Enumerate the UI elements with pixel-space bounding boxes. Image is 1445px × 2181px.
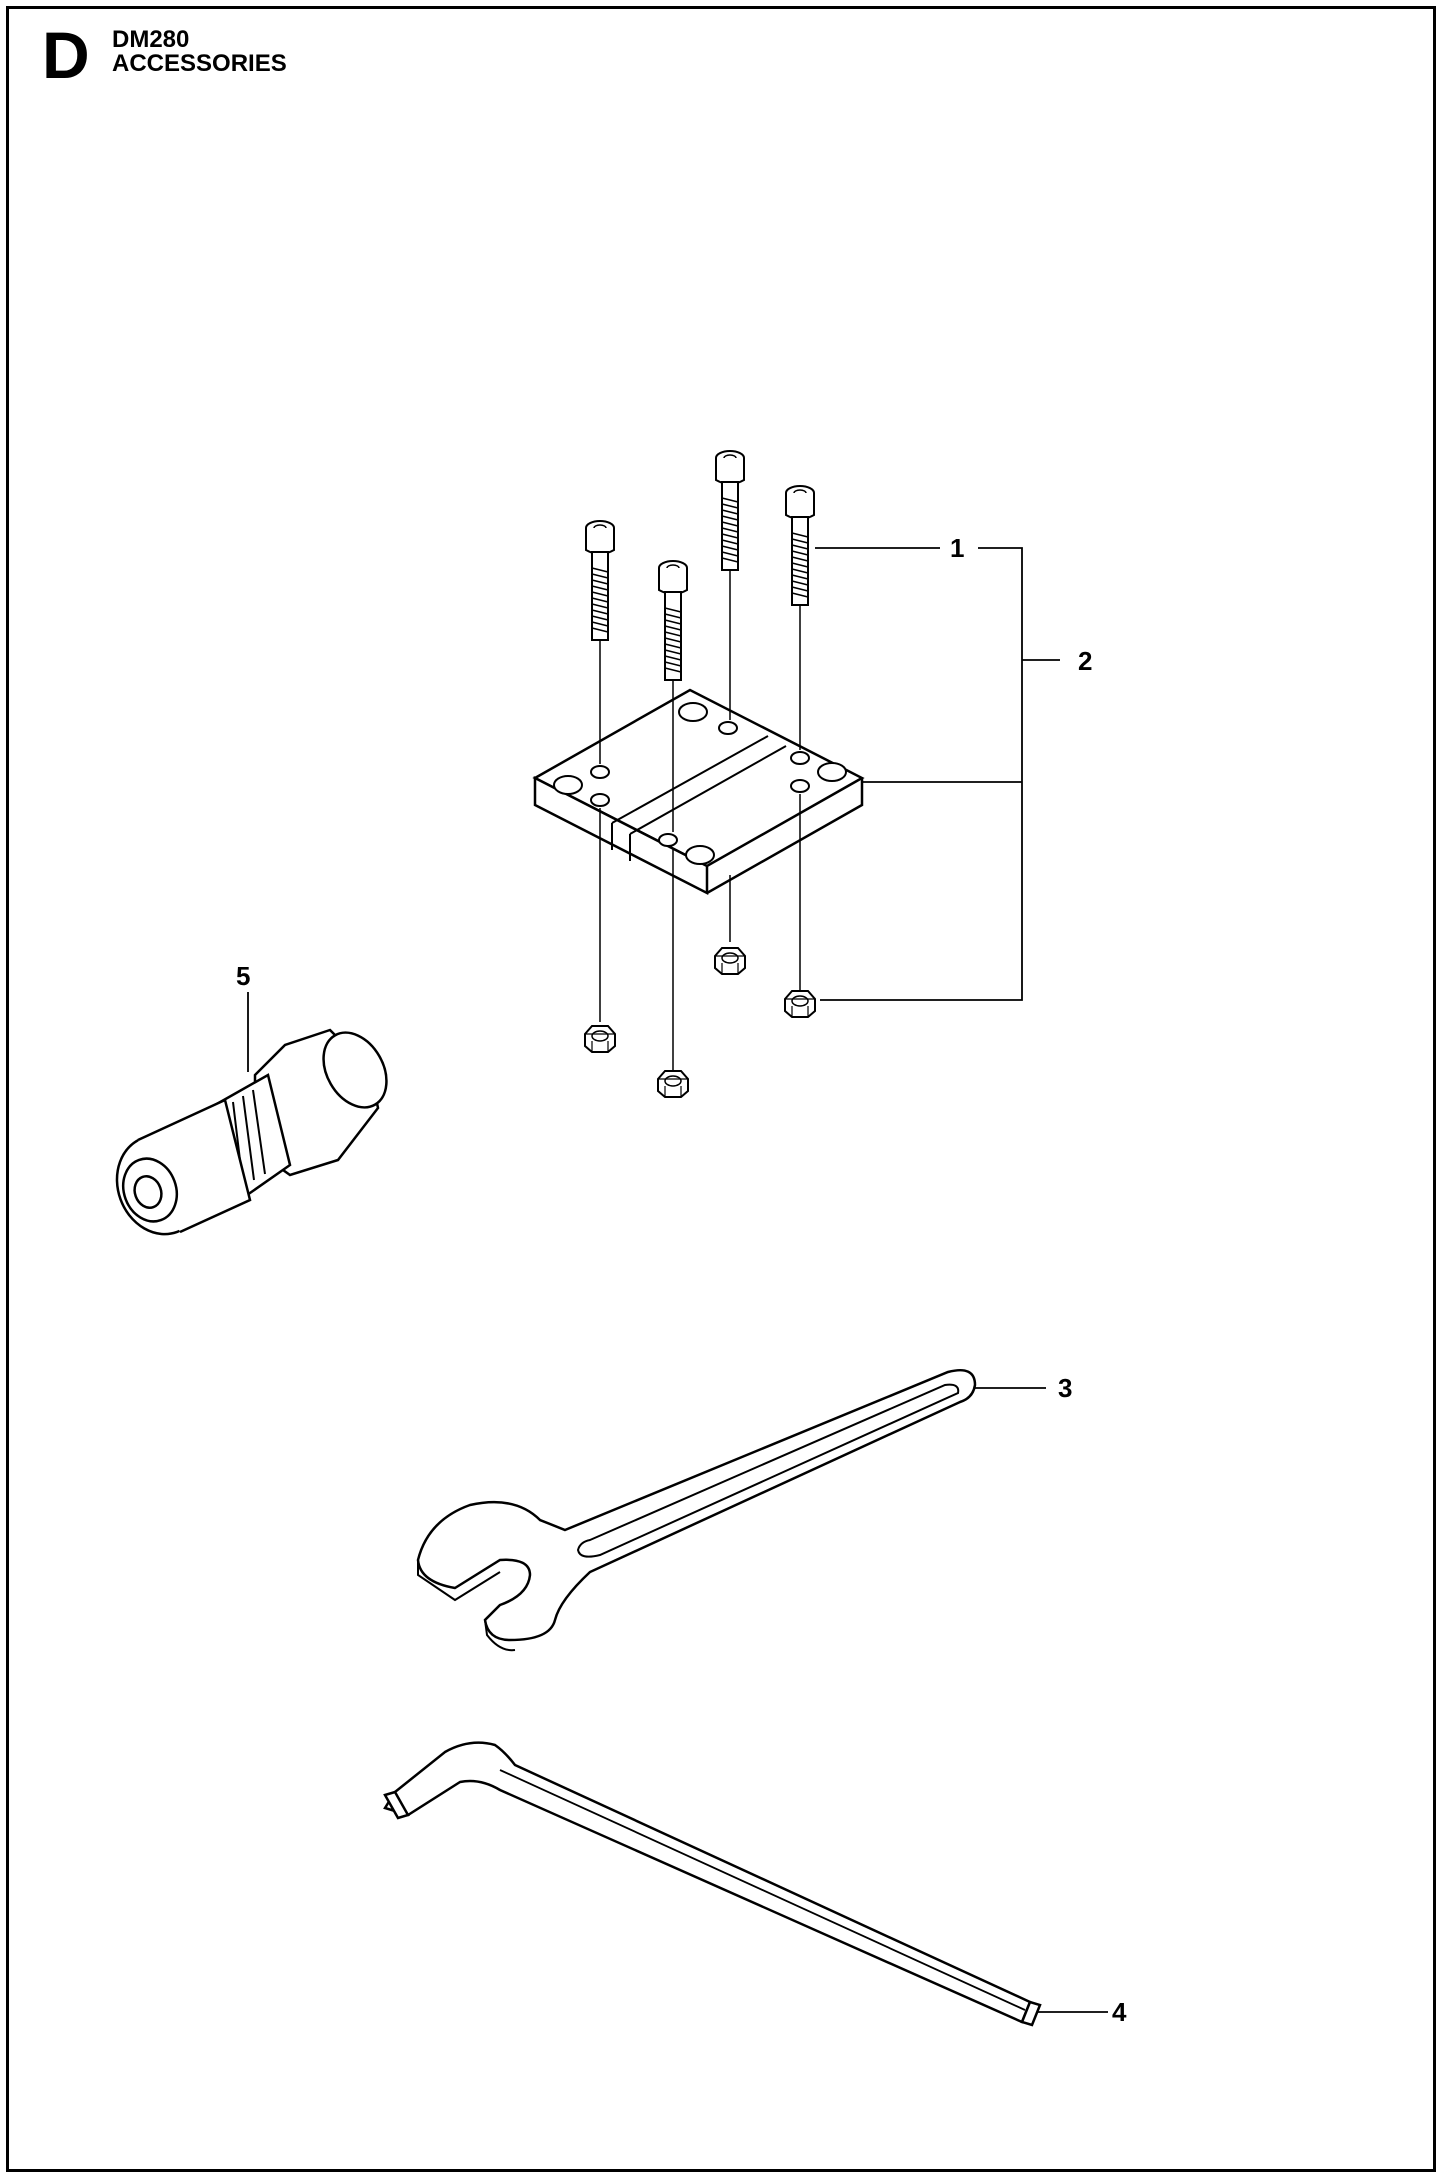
callout-2: 2 <box>1078 646 1092 676</box>
hex-nut <box>657 1070 689 1098</box>
thread-adapter <box>115 1028 388 1236</box>
model-number: DM280 <box>112 26 190 53</box>
page-frame <box>6 6 1436 2172</box>
page-title: ACCESSORIES <box>112 50 287 77</box>
open-end-wrench <box>416 1368 977 1652</box>
callout-5: 5 <box>236 961 250 991</box>
hex-nut <box>584 1025 616 1053</box>
callout-3: 3 <box>1058 1373 1072 1403</box>
cap-screw <box>585 520 615 641</box>
callout-4: 4 <box>1112 1997 1127 2027</box>
cap-screw <box>715 450 745 571</box>
cap-screw <box>658 560 688 681</box>
mounting-plate <box>532 688 865 896</box>
hex-key <box>383 1741 1042 2027</box>
hex-nut <box>714 947 746 975</box>
screw-axis-lines <box>599 560 801 1070</box>
callout-1: 1 <box>950 533 964 563</box>
leader-lines-1-2 <box>815 547 1060 1001</box>
cap-screw <box>785 485 815 606</box>
section-letter: D <box>42 18 90 92</box>
hex-nut <box>784 990 816 1018</box>
